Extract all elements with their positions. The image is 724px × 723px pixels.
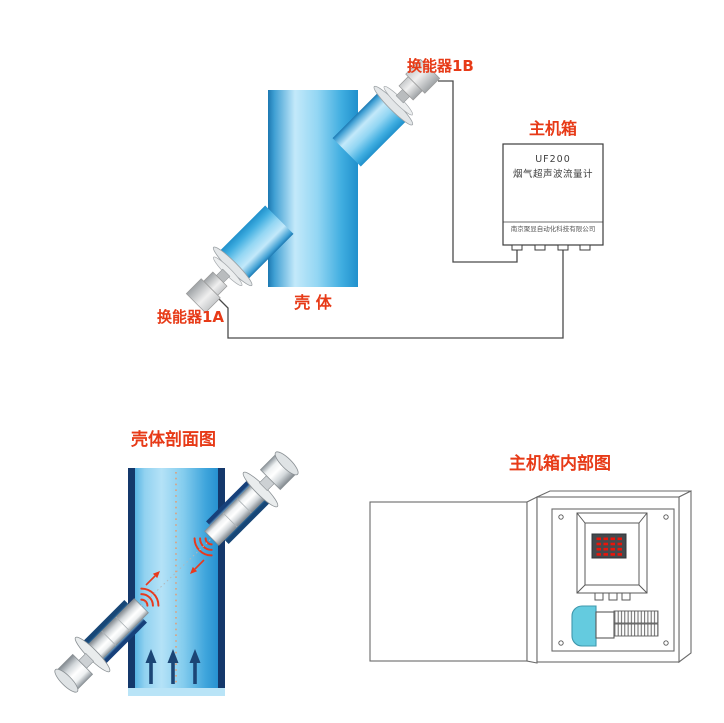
controller-unit <box>576 512 648 601</box>
transducer-1a-assembly <box>185 205 294 314</box>
main-box <box>502 143 604 251</box>
controller-gland <box>608 592 618 601</box>
transducer-1a-label: 换能器1A <box>157 308 225 326</box>
cable-gland <box>534 244 546 251</box>
controller-gland <box>621 592 631 601</box>
cable-gland <box>511 244 523 251</box>
cable-gland <box>579 244 591 251</box>
section-pipe-wall-left <box>128 468 135 688</box>
bolt-cap <box>274 451 299 476</box>
cabinet-internal-view <box>369 490 692 664</box>
section-pipe-bottom-lip <box>128 688 225 696</box>
shell-section-view <box>54 451 299 696</box>
controller-gland <box>594 592 604 601</box>
shell-label: 壳 体 <box>294 293 332 312</box>
bolt-cap <box>54 668 79 693</box>
signal-arrow-up <box>145 571 160 586</box>
panel-screw-icon <box>663 514 669 520</box>
cabinet-hinge <box>526 496 538 664</box>
cabinet-door <box>369 501 528 662</box>
terminal-connector <box>595 611 615 639</box>
probe-segment <box>101 630 117 646</box>
panel-screw-icon <box>558 640 564 646</box>
panel-screw-icon <box>663 640 669 646</box>
cable-gland <box>557 244 569 251</box>
section-probe-upper <box>193 451 299 557</box>
terminal-strip-row <box>613 623 659 637</box>
main-box-label: 主机箱 <box>528 119 577 138</box>
main-box-body <box>502 143 604 246</box>
top-assembly-diagram <box>185 58 604 339</box>
transducer-1b-assembly <box>332 58 441 167</box>
signal-path <box>140 537 213 607</box>
section-probe-lower <box>54 587 160 693</box>
transducer-head <box>185 278 221 314</box>
shell-section-title: 壳体剖面图 <box>131 430 216 450</box>
probe-segment <box>236 498 252 514</box>
shell-main-pipe <box>268 90 358 287</box>
cabinet-top <box>536 490 692 498</box>
flow-arrows <box>145 649 201 684</box>
probe-segment <box>115 616 131 632</box>
transducer-head <box>405 58 441 94</box>
signal-arrow-down <box>190 559 205 574</box>
cable-transducer-1b <box>438 80 518 263</box>
power-module <box>571 605 597 647</box>
main-box-product-text: 烟气超声波流量计 <box>512 169 593 180</box>
panel-screw-icon <box>558 514 564 520</box>
branch-pipe <box>219 205 294 280</box>
branch-pipe <box>332 92 407 167</box>
transducer-1b-label: 换能器1B <box>407 57 474 75</box>
probe-segment <box>222 512 238 528</box>
cabinet-side <box>678 490 692 664</box>
section-pipe-wall-right <box>218 468 225 688</box>
ultrasonic-wave-icon <box>140 587 160 607</box>
terminal-strip-row <box>613 610 659 624</box>
led-digits <box>596 537 622 556</box>
main-box-company-text: 南京聚显自动化科技有限公司 <box>510 225 596 233</box>
main-box-model-text: UF200 <box>535 154 571 165</box>
main-box-internal-title: 主机箱内部图 <box>509 454 611 474</box>
cable-transducer-1a <box>218 248 564 339</box>
